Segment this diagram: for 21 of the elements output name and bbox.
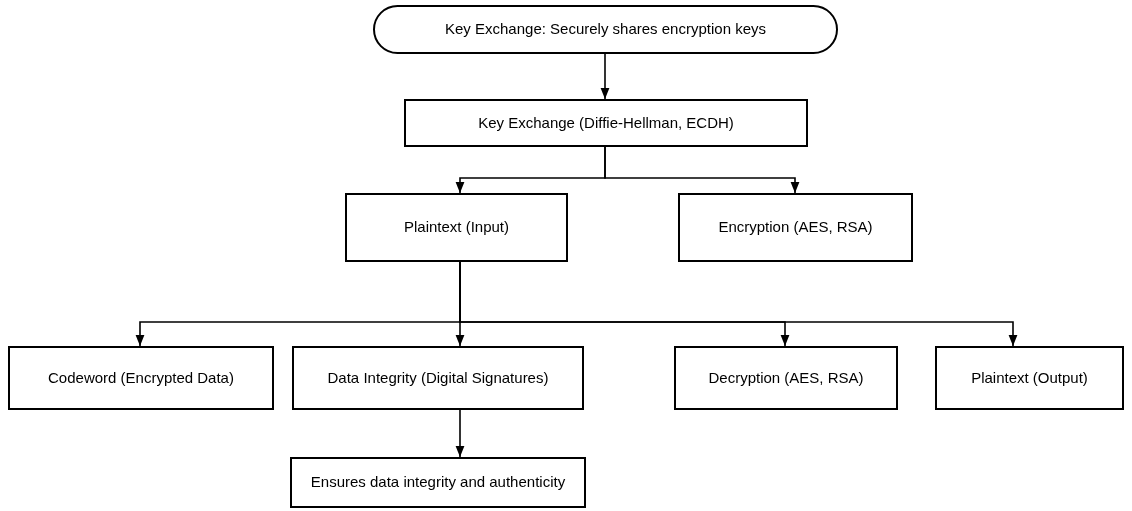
process-box <box>290 457 586 508</box>
node-label: Encryption (AES, RSA) <box>718 218 873 237</box>
terminal-pill <box>373 5 838 54</box>
arrow <box>455 409 465 458</box>
node-label: Plaintext (Input) <box>403 218 510 237</box>
arrow <box>600 53 610 100</box>
process-box <box>404 99 808 147</box>
node-label: Plaintext (Output) <box>971 368 1088 388</box>
process-box <box>345 193 568 262</box>
process-box <box>678 193 913 262</box>
process-box <box>8 346 274 410</box>
process-box <box>292 346 584 410</box>
node-label: Data Integrity (Digital Signatures) <box>327 368 549 388</box>
process-box <box>935 346 1124 410</box>
node-label: Decryption (AES, RSA) <box>708 368 864 388</box>
node-label: Codeword (Encrypted Data) <box>48 368 234 388</box>
node-label: Key Exchange: Securely shares encryption keys <box>445 20 766 39</box>
process-box <box>674 346 898 410</box>
node-label: Ensures data integrity and authenticity <box>310 473 566 492</box>
arrow <box>604 146 800 194</box>
node-label: Key Exchange (Diffie-Hellman, ECDH) <box>478 113 734 133</box>
